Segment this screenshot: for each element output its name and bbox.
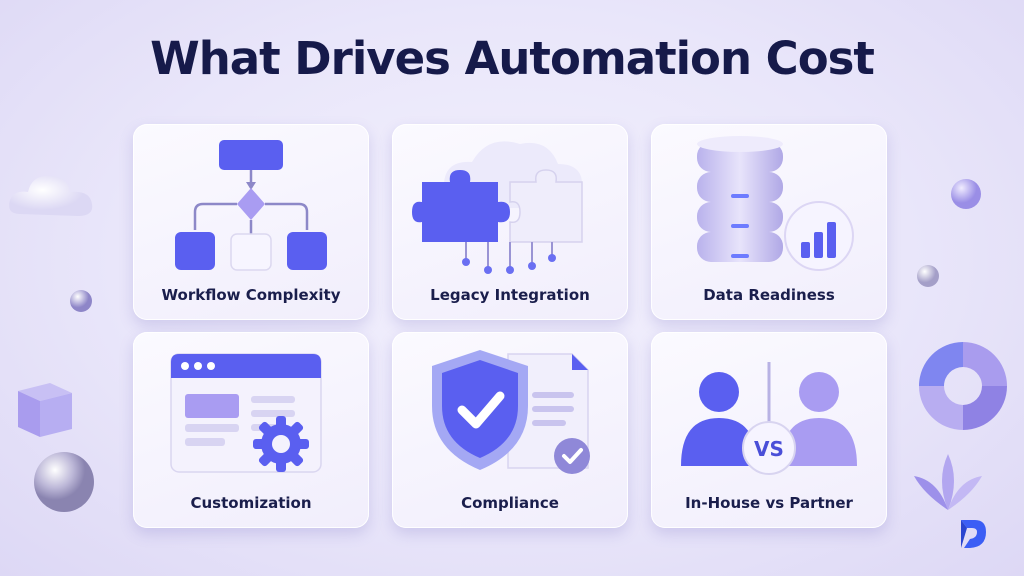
puzzle-icon: [412, 141, 583, 274]
card-customization: Customization: [133, 332, 369, 528]
vs-label: VS: [754, 437, 784, 461]
card-label: In-House vs Partner: [685, 494, 853, 512]
card-label: Workflow Complexity: [161, 286, 341, 304]
browser-gear-icon: [170, 353, 322, 473]
database-icon: [697, 136, 854, 271]
sphere-icon: [951, 179, 981, 209]
sphere-icon: [917, 265, 939, 287]
sphere-icon: [34, 452, 94, 512]
card-label: Data Readiness: [703, 286, 835, 304]
shield-check-icon: [432, 350, 590, 474]
brand-logo-icon: [961, 520, 986, 548]
card-workflow-complexity: Workflow Complexity: [133, 124, 369, 320]
people-vs-icon: VS: [681, 362, 857, 475]
card-in-house-vs-partner: VS In-House vs Partner: [651, 332, 887, 528]
workflow-icon: [175, 140, 327, 271]
page-title: What Drives Automation Cost: [150, 32, 875, 85]
card-data-readiness: Data Readiness: [651, 124, 887, 320]
sphere-icon: [70, 290, 92, 312]
donut-chart-icon: [919, 342, 1007, 430]
card-compliance: Compliance: [392, 332, 628, 528]
cloud-icon: [9, 175, 93, 216]
cube-icon: [18, 383, 72, 437]
card-legacy-integration: Legacy Integration: [392, 124, 628, 320]
leaf-icon: [914, 454, 982, 510]
card-label: Customization: [190, 494, 312, 512]
card-label: Legacy Integration: [430, 286, 590, 304]
card-label: Compliance: [461, 494, 559, 512]
